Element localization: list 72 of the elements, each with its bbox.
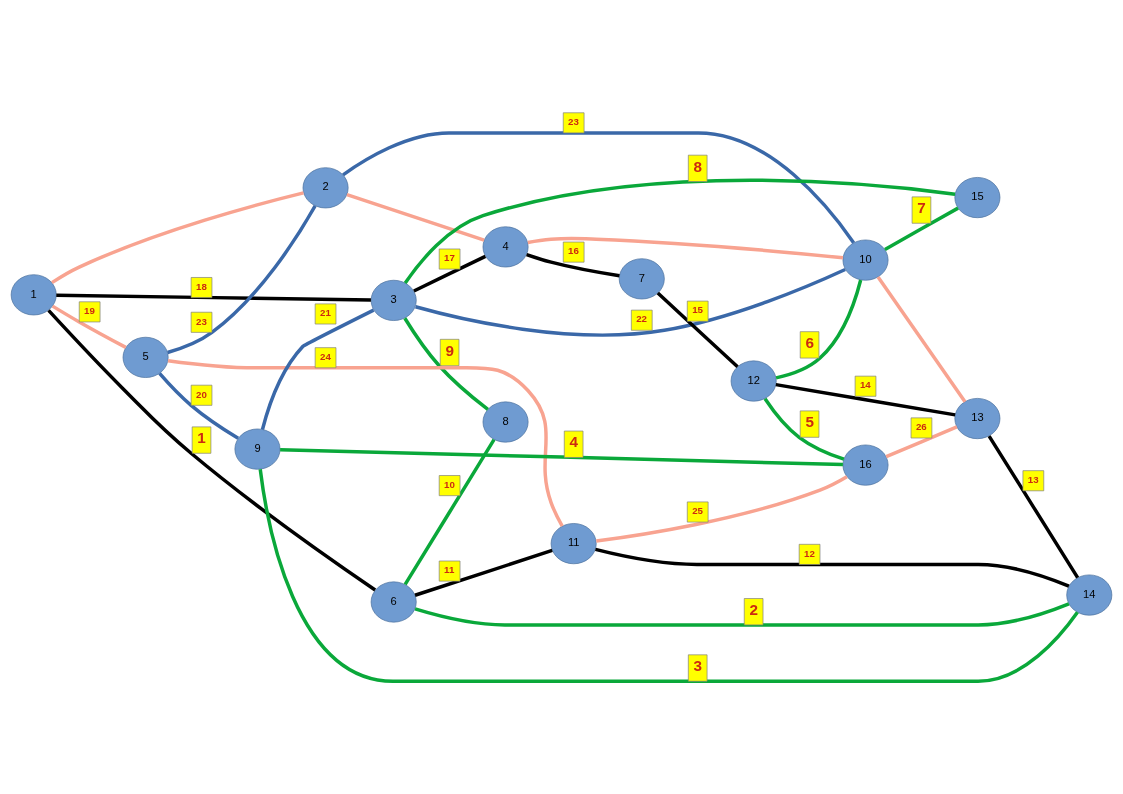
edge-label: 16 bbox=[568, 245, 579, 257]
connector bbox=[656, 291, 739, 369]
node-ellipse: 4 bbox=[482, 226, 529, 268]
node-ellipse: 16 bbox=[842, 444, 889, 486]
node-ellipse: 14 bbox=[1066, 574, 1113, 616]
connector bbox=[775, 382, 956, 417]
connector bbox=[595, 547, 1070, 588]
connector bbox=[527, 236, 844, 260]
edge-label: 2 bbox=[749, 600, 758, 618]
edge-label: 19 bbox=[84, 305, 95, 317]
edge-label: 20 bbox=[195, 388, 207, 400]
edge-label: 17 bbox=[444, 252, 455, 264]
edge-label: 25 bbox=[692, 505, 703, 517]
node-ellipse: 9 bbox=[234, 428, 281, 470]
node-ellipse: 10 bbox=[842, 239, 889, 281]
node-ellipse: 6 bbox=[370, 581, 417, 623]
edge-label: 26 bbox=[915, 421, 927, 433]
node-ellipse: 7 bbox=[618, 258, 665, 300]
edge-label: 6 bbox=[805, 334, 814, 352]
edge-label: 22 bbox=[636, 313, 648, 325]
connector bbox=[596, 475, 848, 543]
edge-label: 7 bbox=[917, 199, 926, 217]
edge-label: 23 bbox=[195, 315, 207, 327]
edge-label: 13 bbox=[1027, 473, 1039, 485]
edge-label: 23 bbox=[568, 116, 579, 128]
node-ellipse: 13 bbox=[954, 398, 1001, 440]
edge-label: 12 bbox=[804, 547, 815, 559]
edge-label: 18 bbox=[195, 280, 207, 292]
connector bbox=[414, 548, 553, 597]
connector bbox=[884, 206, 959, 251]
edge-label: 10 bbox=[444, 478, 455, 490]
connector bbox=[526, 252, 620, 278]
edge-label: 21 bbox=[320, 307, 331, 319]
connector bbox=[280, 447, 843, 467]
edge-label: 11 bbox=[444, 564, 455, 576]
edge-label: 24 bbox=[320, 350, 331, 362]
edge-label: 14 bbox=[859, 379, 871, 391]
node-ellipse: 5 bbox=[122, 336, 169, 378]
node-ellipse: 12 bbox=[730, 360, 777, 402]
edge-label: 15 bbox=[692, 304, 703, 316]
node-ellipse: 11 bbox=[550, 523, 597, 565]
node-ellipse: 3 bbox=[370, 279, 417, 321]
connector bbox=[987, 435, 1080, 579]
connector bbox=[775, 279, 863, 380]
node-ellipse: 15 bbox=[954, 177, 1001, 219]
connector bbox=[414, 602, 1070, 627]
connector bbox=[403, 317, 489, 411]
connector bbox=[51, 304, 127, 349]
connector bbox=[415, 267, 846, 337]
connector bbox=[403, 438, 496, 586]
node-ellipse: 1 bbox=[10, 274, 57, 316]
connector bbox=[167, 205, 317, 355]
node-ellipse: 8 bbox=[482, 401, 529, 443]
connector bbox=[167, 358, 564, 527]
connector bbox=[876, 276, 967, 403]
connector bbox=[763, 397, 845, 461]
connector bbox=[51, 191, 304, 285]
connector bbox=[56, 293, 371, 302]
node-ellipse: 2 bbox=[302, 167, 349, 209]
connector bbox=[346, 193, 485, 242]
edge-label: 5 bbox=[805, 413, 814, 431]
connector bbox=[413, 254, 487, 293]
edge-label: 1 bbox=[197, 429, 206, 447]
connector bbox=[342, 131, 856, 244]
edge-label: 9 bbox=[445, 341, 454, 359]
edge-label: 8 bbox=[693, 157, 703, 175]
connector bbox=[885, 425, 958, 459]
connector bbox=[260, 308, 375, 430]
connector bbox=[403, 178, 956, 284]
connector bbox=[158, 372, 240, 440]
edge-label: 3 bbox=[693, 657, 703, 675]
edge-label: 4 bbox=[569, 433, 578, 451]
